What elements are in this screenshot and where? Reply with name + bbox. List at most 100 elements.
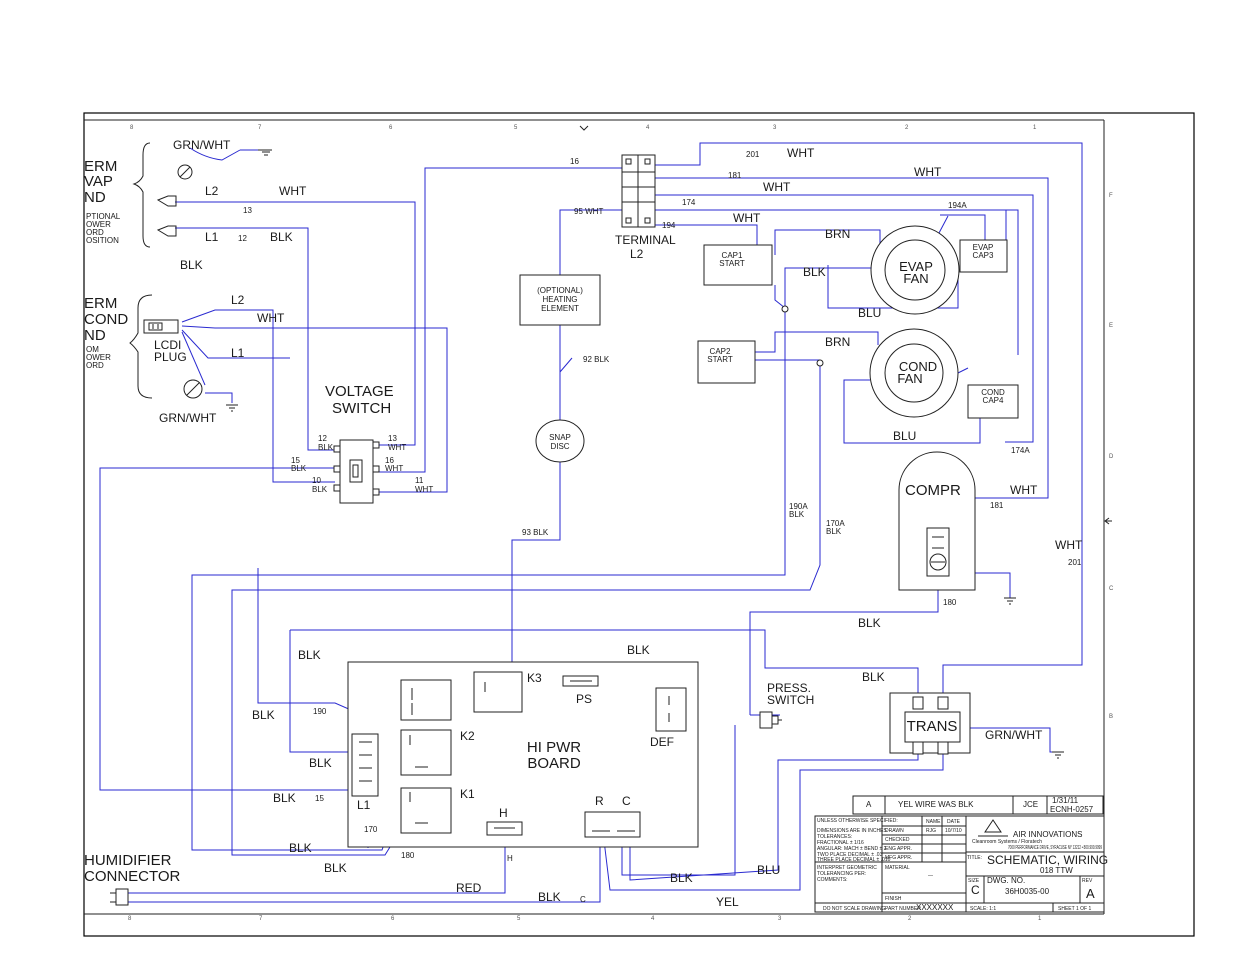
part-number: XXXXXXX [916,903,954,912]
term-evap-label: VAP [84,173,113,190]
drawn-date: 10/7/10 [945,828,962,834]
term-cond-note: OM [86,345,99,354]
wire-label: 11 [415,476,424,485]
zone-label: 4 [646,125,650,131]
wire-label: 16 [385,456,394,465]
humidifier-connector [110,888,129,906]
r-label: R [595,794,604,808]
wire-label: WHT [914,165,942,179]
wire-label: 181 [990,501,1004,510]
wire-label: WHT [787,146,815,160]
zone-markers-bottom: 8 7 6 5 4 3 2 1 [128,916,1042,922]
evap-fan-label: FAN [903,271,928,286]
drawing-border [83,112,1195,937]
wire-label: 180 [401,851,415,860]
evap-fan-label: EVAP [899,259,933,274]
wire-label: BLK [862,670,885,684]
wire-junction [816,359,824,367]
humidifier-label: HUMIDIFIER [84,852,172,869]
spec-line: FRACTIONAL ± 1/16 [817,840,864,846]
ground-icon [1052,751,1064,759]
wire-label: YEL [716,895,739,909]
k1-label: K1 [460,787,475,801]
terminal-l2 [621,154,656,228]
relay-k3 [473,671,523,713]
part-number-label: PART NUMBER [885,906,921,912]
hi-pwr-board-label: HI PWR [527,739,581,756]
zone-label: 1 [1038,916,1042,922]
zone-label: 5 [517,916,521,922]
zone-label: C [1109,586,1114,592]
wire-label: 201 [746,150,760,159]
date-header: DATE [947,819,961,825]
term-evap-note: OWER [86,220,111,229]
zone-label: E [1109,323,1113,329]
cap2-label: START [707,355,733,364]
h-sub-label: H [507,854,513,863]
wire-label: 95 WHT [574,207,603,216]
revision-ecn: ECNH-0257 [1050,805,1094,814]
wire-label: 174 [682,198,696,207]
term-evap-connector [132,142,272,248]
material-label: MATERIAL [885,865,910,871]
wire-label: BLK [318,443,334,452]
evap-cap3-label: EVAP [973,243,994,252]
zone-label: 8 [128,916,132,922]
term-cond-note: OWER [86,353,111,362]
wire-label: 15 [315,794,324,803]
zone-markers-top: 8 7 6 5 4 3 2 1 [130,125,1037,131]
interp-line: TOLERANCING PER: [817,871,866,877]
wire-label: GRN/WHT [985,728,1043,742]
drawing-title: SCHEMATIC, WIRING [987,853,1108,867]
ps-label: PS [576,692,592,706]
term-evap-note: PTIONAL [86,212,121,221]
pressure-switch [759,711,782,729]
heating-element-label: ELEMENT [541,304,579,313]
wire-label: 15 [291,456,300,465]
wire-label: BLK [252,708,275,722]
press-switch-label: PRESS. [767,681,811,695]
zone-label: B [1109,714,1113,720]
wire-label: BLK [538,890,561,904]
interp-line: INTERPRET GEOMETRIC [817,865,877,871]
snap-disc-label: DISC [550,442,569,451]
wire-label: BLK [291,464,307,473]
spec-header: UNLESS OTHERWISE SPECIFIED: [817,818,898,824]
cond-cap4 [967,384,1019,419]
cap2-label: CAP2 [710,347,731,356]
term-cond-note: ORD [86,361,104,370]
zone-label: 8 [130,125,134,131]
relay-k1 [400,787,452,834]
wire-label: WHT [257,311,285,325]
zone-label: 7 [259,916,263,922]
wire-label: WHT [763,180,791,194]
term-evap-note: OSITION [86,236,119,245]
wire-label: BLK [180,258,203,272]
snap-disc-label: SNAP [549,433,571,442]
voltage-switch [333,439,380,504]
revision-letter: A [866,800,872,809]
zone-label: 6 [391,916,395,922]
material-value: — [928,873,933,879]
zone-label: 1 [1033,125,1037,131]
wire-label: WHT [733,211,761,225]
comments-label: COMMENTS: [817,877,848,883]
heating-element-label: HEATING [543,295,578,304]
zone-label: D [1109,454,1114,460]
zone-label: 6 [389,125,393,131]
wire-label: RED [456,881,482,895]
wire-label: BLK [803,265,826,279]
spec-line: ANGULAR: MACH ± BEND ± 2 [817,846,887,852]
cond-fan-label: FAN [897,371,922,386]
cap1-label: START [719,259,745,268]
cond-fan [869,328,959,418]
wire-label: 92 BLK [583,355,610,364]
wire-label: 194A [948,201,967,210]
voltage-switch-label: SWITCH [332,400,391,417]
wire-label: WHT [279,184,307,198]
dwg-no-label: DWG. NO. [987,876,1025,885]
revision-date: 1/31/11 [1052,796,1079,805]
finish-label: FINISH [885,896,902,902]
wire-label: BLK [309,756,332,770]
relay-k2 [400,729,452,776]
